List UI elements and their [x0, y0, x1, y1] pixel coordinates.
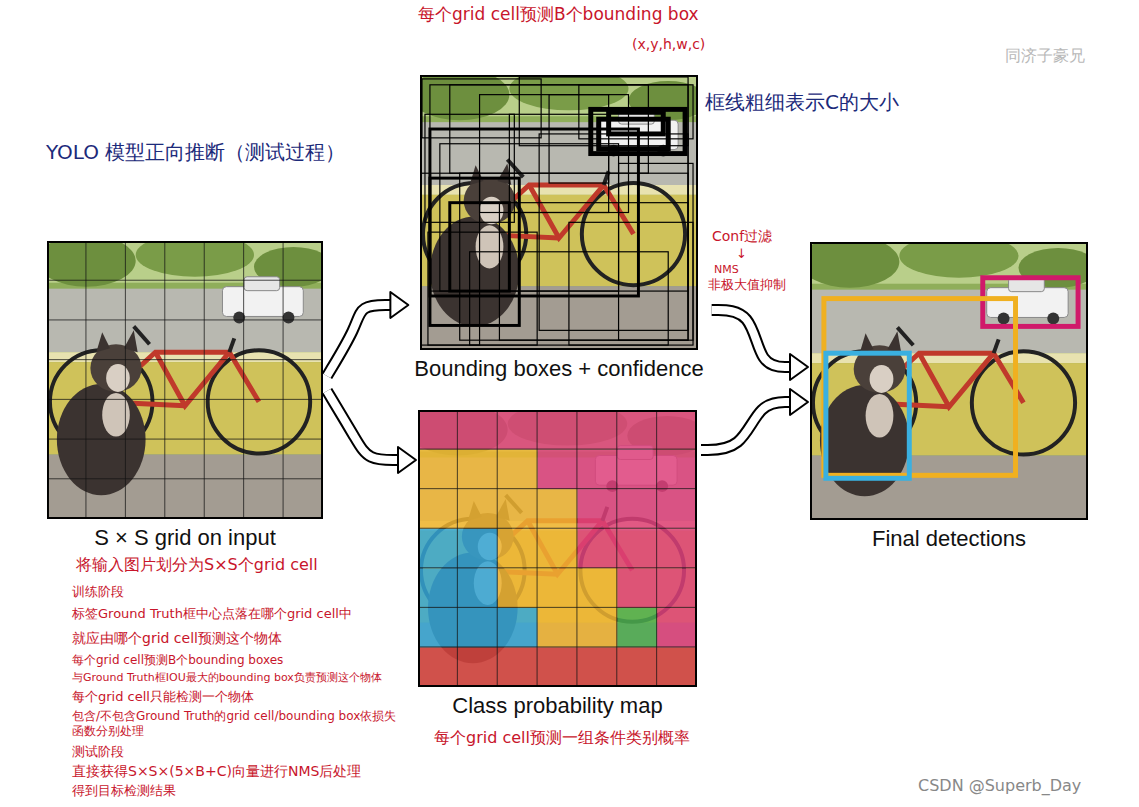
- note-label: 测试阶段: [72, 744, 124, 760]
- note-label: (x,y,h,w,c): [632, 36, 705, 54]
- class-map-panel-part: [418, 410, 697, 687]
- note-label: 包含/不包含Ground Truth的grid cell/bounding bo…: [72, 709, 402, 739]
- boxes-panel-part: [410, 67, 708, 350]
- medium-boxes-part: [430, 178, 519, 325]
- grid-panel-part: [37, 233, 333, 519]
- candidate-boxes-part: [569, 222, 693, 345]
- note-label: 标签Ground Truth框中心点落在哪个grid cell中: [72, 606, 352, 622]
- boxes-panel-part: [420, 75, 698, 350]
- note-label: Conf过滤: [712, 228, 772, 246]
- arrow-head: [790, 354, 808, 380]
- flow-arrow: [327, 292, 408, 376]
- class-map-panel: [408, 402, 707, 687]
- note-label: 训练阶段: [72, 584, 124, 600]
- note-label: 得到目标检测结果: [72, 783, 176, 799]
- class-map-panel-part: [408, 402, 707, 687]
- flow-arrow: [712, 310, 808, 380]
- grid-panel-part: [47, 241, 323, 519]
- panel-caption: Final detections: [872, 526, 1026, 552]
- panel-caption: Bounding boxes + confidence: [414, 356, 703, 382]
- note-label: 将输入图片划分为S×S个grid cell: [76, 555, 318, 575]
- candidate-boxes-part: [428, 232, 537, 345]
- grid-panel: [37, 233, 333, 519]
- candidate-boxes-part: [460, 173, 688, 340]
- arrow-head: [398, 447, 416, 473]
- arrow-head: [790, 389, 808, 415]
- note-label: 每个grid cell预测B个bounding boxes: [72, 653, 283, 668]
- detections-panel-part: [824, 299, 1016, 476]
- note-label: ↓: [736, 246, 747, 262]
- arrow-hollow: [327, 305, 390, 376]
- note-label: 直接获得S×S×(5×B+C)向量进行NMS后处理: [72, 763, 361, 781]
- arrow-outline: [701, 402, 790, 450]
- candidate-boxes: [420, 77, 693, 345]
- thick-boxes-part: [609, 112, 664, 134]
- note-label: 每个grid cell预测B个bounding box: [418, 4, 699, 25]
- medium-boxes-part: [450, 203, 510, 291]
- note-label: NMS: [714, 263, 739, 277]
- arrow-hollow: [327, 391, 398, 460]
- image-panel: S × S grid on input: [47, 241, 323, 553]
- note-label: 框线粗细表示C的大小: [705, 90, 899, 115]
- candidate-boxes-part: [499, 203, 688, 340]
- note-label: 每个grid cell预测一组条件类别概率: [434, 728, 690, 748]
- flow-arrow: [701, 389, 808, 450]
- detections-panel-part: [826, 353, 909, 478]
- candidate-boxes-part: [430, 85, 688, 291]
- title-note: YOLO 模型正向推断（测试过程）: [46, 140, 345, 165]
- arrow-hollow: [712, 310, 790, 367]
- class-map-panel-part: [418, 410, 697, 687]
- arrow-hollow: [701, 402, 790, 450]
- arrow-outline: [327, 305, 390, 376]
- boxes-panel: [410, 67, 708, 350]
- medium-boxes: [430, 129, 639, 325]
- note-label: 与Ground Truth框IOU最大的bounding box负责预测这个物体: [72, 671, 382, 685]
- panel-caption: S × S grid on input: [94, 525, 276, 551]
- flow-arrow: [327, 391, 416, 473]
- detections-panel: [800, 234, 1098, 520]
- watermark: CSDN @Superb_Day: [918, 776, 1081, 796]
- arrow-outline: [712, 310, 790, 367]
- image-panel: Class probability map: [418, 410, 697, 721]
- detections-panel-part: [810, 242, 1088, 520]
- thick-boxes: [591, 109, 685, 153]
- note-label: 非极大值抑制: [708, 277, 786, 293]
- detections-panel-part: [800, 234, 1098, 520]
- thick-boxes-part: [591, 109, 685, 153]
- grid-panel-part: [47, 241, 323, 519]
- candidate-boxes-part: [440, 144, 619, 291]
- arrow-outline: [327, 391, 398, 460]
- watermark: 同济子豪兄: [1005, 46, 1085, 66]
- note-label: 就应由哪个grid cell预测这个物体: [72, 630, 282, 648]
- detections-panel-part: [983, 278, 1078, 327]
- class-cells: [418, 410, 697, 687]
- note-label: 每个grid cell只能检测一个物体: [72, 689, 254, 705]
- image-panel: Bounding boxes + confidence: [410, 75, 707, 384]
- candidate-boxes-part: [619, 163, 693, 340]
- image-panel: Final detections: [810, 242, 1088, 554]
- panel-caption: Class probability map: [452, 693, 662, 719]
- arrow-head: [390, 292, 408, 318]
